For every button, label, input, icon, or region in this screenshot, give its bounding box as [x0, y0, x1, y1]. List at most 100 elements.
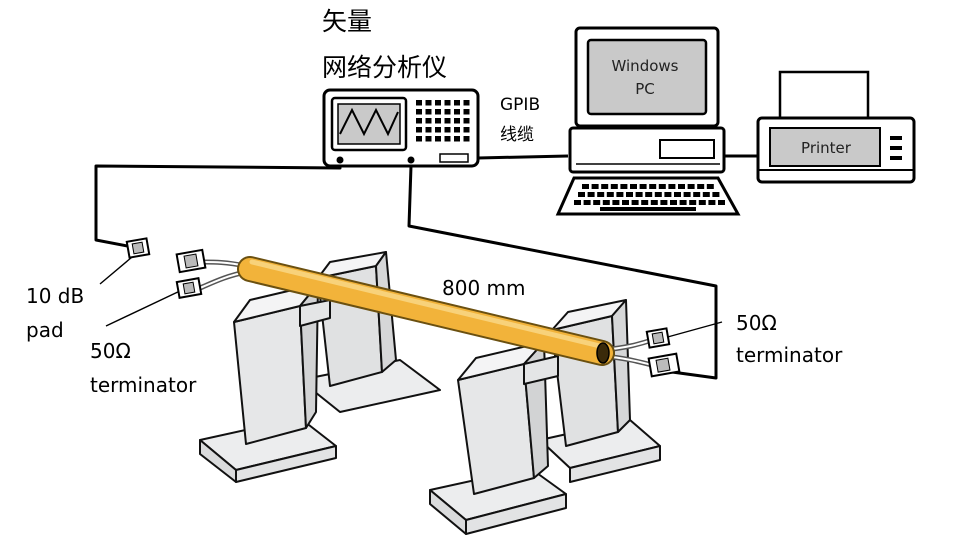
coax-port1-to-pad	[94, 164, 342, 250]
terminator-left-pointer	[105, 289, 183, 327]
terminator-left-label-line1: 50Ω	[90, 339, 131, 363]
keyboard-key	[718, 200, 725, 205]
keyboard-key	[650, 200, 658, 205]
display-slot	[439, 153, 469, 163]
keyboard-key	[654, 192, 662, 197]
keypad-key	[463, 100, 470, 106]
keypad-key	[454, 109, 460, 115]
gpib-cable	[477, 154, 569, 160]
keyboard-key	[708, 200, 716, 205]
attenuator-pad-icon	[125, 237, 151, 259]
keypad-key	[416, 136, 422, 142]
terminator-left-label-line2: terminator	[90, 373, 197, 397]
keyboard-key	[712, 192, 720, 197]
keyboard-key	[649, 184, 657, 189]
disk-drive	[659, 139, 715, 159]
keyboard-spacebar	[600, 207, 696, 211]
stand-front-right	[429, 341, 567, 535]
keypad-key	[444, 118, 451, 124]
terminator-right-label-line1: 50Ω	[736, 311, 777, 335]
cable-highlight	[249, 259, 603, 349]
keypad-key	[416, 100, 422, 106]
keyboard-key	[664, 192, 672, 197]
keypad-key	[416, 109, 422, 115]
keyboard-key	[582, 184, 589, 189]
keyboard-key	[606, 192, 614, 197]
stand-back-right	[539, 299, 661, 483]
terminator-right-label-line2: terminator	[736, 343, 843, 367]
keyboard-key	[702, 192, 710, 197]
support-stand-icon	[199, 251, 661, 535]
pc-screen-line2: PC	[635, 80, 655, 98]
keypad-key	[463, 127, 470, 133]
keyboard-key	[693, 192, 701, 197]
keypad-key	[425, 118, 432, 124]
keyboard-key	[674, 192, 681, 197]
keyboard-key	[641, 200, 649, 205]
keyboard-key	[574, 200, 581, 205]
keypad	[416, 100, 470, 142]
cable-right-connector	[647, 352, 681, 378]
keyboard-key	[583, 200, 591, 205]
computer-icon	[555, 26, 741, 216]
keyboard-key	[593, 200, 601, 205]
cable-left-connector	[175, 248, 207, 274]
keyboard-key	[645, 192, 653, 197]
pc-screen-line1: Windows	[612, 57, 679, 75]
keypad-key	[416, 127, 422, 133]
keypad-key	[444, 136, 451, 142]
printer-icon	[756, 70, 916, 184]
keyboard-key	[639, 184, 647, 189]
keyboard-key	[630, 184, 637, 189]
keyboard-key	[698, 200, 706, 205]
terminator-icon	[175, 277, 203, 299]
keyboard-key	[612, 200, 620, 205]
keypad-key	[463, 136, 470, 142]
keypad-key	[425, 109, 432, 115]
cable-under-test	[199, 256, 657, 369]
cable-end-face	[596, 342, 610, 364]
keypad-key	[425, 100, 432, 106]
keyboard-key	[622, 200, 629, 205]
coax-port2-to-right	[407, 165, 718, 380]
keypad-key	[435, 136, 441, 142]
keyboard-key	[597, 192, 605, 197]
port-2	[407, 156, 415, 164]
keyboard-key	[670, 200, 677, 205]
keypad-key	[444, 127, 451, 133]
keypad-key	[444, 109, 451, 115]
keyboard-key	[626, 192, 633, 197]
vna-label-line2: 网络分析仪	[322, 53, 447, 82]
keyboard-key	[679, 200, 687, 205]
cable-body	[239, 258, 613, 364]
keyboard-key	[601, 184, 609, 189]
trace-waveform	[339, 107, 399, 137]
keypad-key	[435, 127, 441, 133]
cable-length-label: 800 mm	[442, 276, 526, 300]
terminator-right-pointer	[663, 321, 723, 339]
keyboard-key	[678, 184, 685, 189]
keyboard-key	[616, 192, 624, 197]
printer-label: Printer	[801, 139, 852, 157]
keypad-key	[454, 118, 460, 124]
keyboard-key	[687, 184, 695, 189]
keyboard-key	[706, 184, 714, 189]
keyboard-keys	[574, 184, 725, 211]
keyboard-key	[683, 192, 691, 197]
keyboard-key	[591, 184, 599, 189]
keyboard-key	[635, 192, 643, 197]
keypad-key	[444, 100, 451, 106]
keypad-key	[454, 136, 460, 142]
keyboard-key	[660, 200, 668, 205]
keyboard-key	[620, 184, 628, 189]
pad-label-line2: pad	[26, 318, 64, 342]
terminator-right-icon	[645, 327, 671, 349]
gpib-label-line2: 线缆	[500, 125, 534, 145]
keypad-key	[425, 136, 432, 142]
keypad-key	[463, 118, 470, 124]
keypad-key	[454, 100, 460, 106]
keyboard-key	[668, 184, 676, 189]
keyboard-key	[689, 200, 697, 205]
keypad-key	[425, 127, 432, 133]
